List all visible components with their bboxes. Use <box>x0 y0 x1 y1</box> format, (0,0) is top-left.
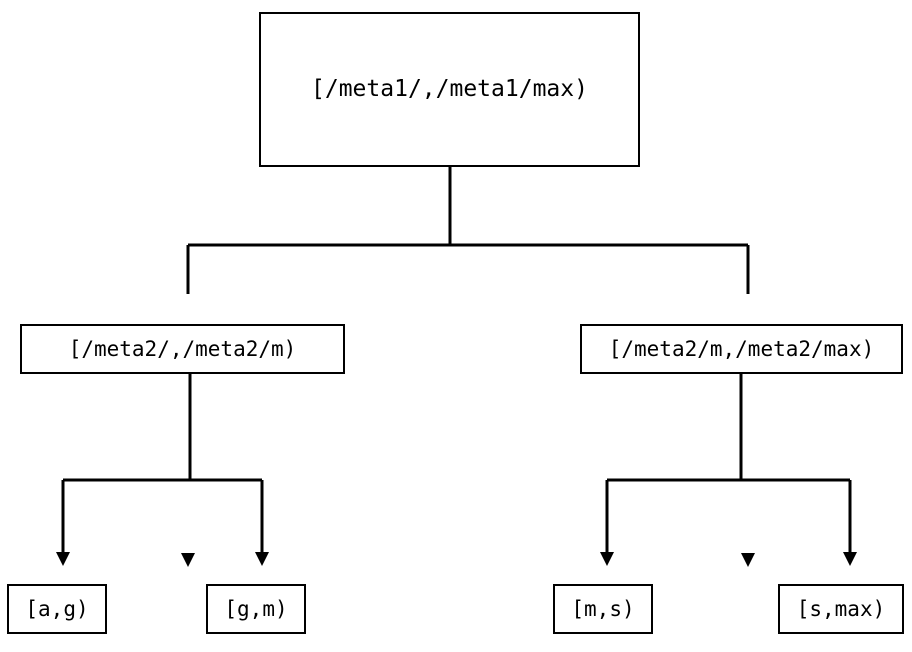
tree-leaf-g-m[interactable]: [g,m) <box>206 584 306 634</box>
tree-leaf-a-g-label: [a,g) <box>25 596 89 621</box>
arrowhead-to-leaf-3 <box>843 552 857 566</box>
tree-leaf-g-m-label: [g,m) <box>224 596 288 621</box>
arrowhead-to-leaf-0 <box>56 552 70 566</box>
tree-leaf-a-g[interactable]: [a,g) <box>7 584 107 634</box>
tree-node-meta2-lower[interactable]: [/meta2/,/meta2/m) <box>20 324 345 374</box>
tree-leaf-s-max[interactable]: [s,max) <box>778 584 904 634</box>
arrowhead-to-l2-left <box>181 553 195 567</box>
arrowhead-to-l2-right <box>741 553 755 567</box>
tree-leaf-s-max-label: [s,max) <box>796 596 886 621</box>
tree-node-meta2-upper-label: [/meta2/m,/meta2/max) <box>608 336 875 361</box>
tree-leaf-m-s-label: [m,s) <box>571 596 635 621</box>
arrowhead-to-leaf-2 <box>600 552 614 566</box>
tree-node-meta2-lower-label: [/meta2/,/meta2/m) <box>68 336 297 361</box>
tree-node-root-label: [/meta1/,/meta1/max) <box>311 76 588 102</box>
tree-node-root[interactable]: [/meta1/,/meta1/max) <box>259 12 640 167</box>
tree-node-meta2-upper[interactable]: [/meta2/m,/meta2/max) <box>580 324 903 374</box>
tree-leaf-m-s[interactable]: [m,s) <box>553 584 653 634</box>
arrowhead-to-leaf-1 <box>255 552 269 566</box>
